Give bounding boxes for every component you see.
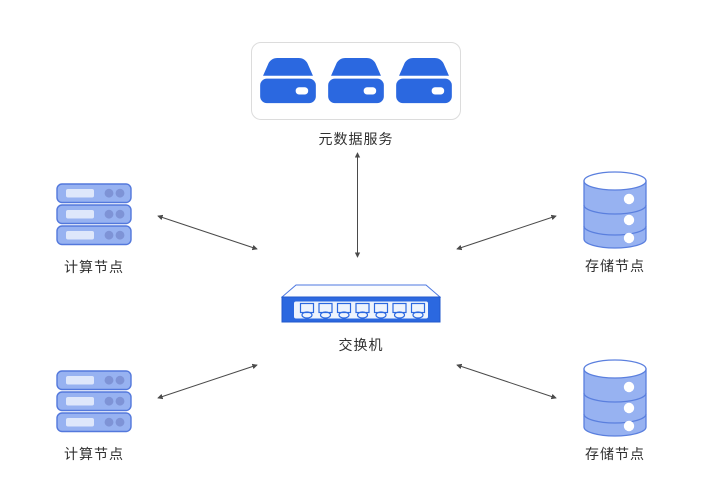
connection-arrow-storage-top-switch bbox=[456, 214, 557, 251]
compute-node-top-label: 计算节点 bbox=[64, 259, 124, 275]
disk-icon bbox=[396, 57, 452, 104]
switch-node: 交换机 bbox=[281, 284, 441, 355]
server-rack-icon bbox=[56, 183, 132, 246]
storage-node-bottom-label: 存储节点 bbox=[585, 446, 645, 462]
storage-node-top-label: 存储节点 bbox=[585, 258, 645, 274]
compute-node-bottom-label: 计算节点 bbox=[64, 446, 124, 462]
compute-node-top: 计算节点 bbox=[50, 183, 138, 277]
disk-icon bbox=[260, 57, 316, 104]
database-cylinder-icon bbox=[583, 359, 647, 437]
compute-node-bottom: 计算节点 bbox=[50, 370, 138, 464]
network-switch-icon bbox=[281, 284, 441, 323]
storage-node-top: 存储节点 bbox=[577, 171, 653, 276]
server-rack-icon bbox=[56, 370, 132, 433]
storage-node-bottom: 存储节点 bbox=[577, 359, 653, 464]
disk-icon bbox=[328, 57, 384, 104]
connection-arrow-compute-top-switch bbox=[157, 214, 258, 251]
metadata-service-label: 元数据服务 bbox=[318, 131, 394, 147]
connection-arrow-storage-bottom-switch bbox=[456, 363, 557, 400]
database-cylinder-icon bbox=[583, 171, 647, 249]
connection-arrow-compute-bottom-switch bbox=[157, 363, 258, 400]
metadata-service-box bbox=[251, 42, 461, 120]
metadata-service-node: 元数据服务 bbox=[250, 42, 462, 149]
switch-label: 交换机 bbox=[338, 337, 384, 353]
